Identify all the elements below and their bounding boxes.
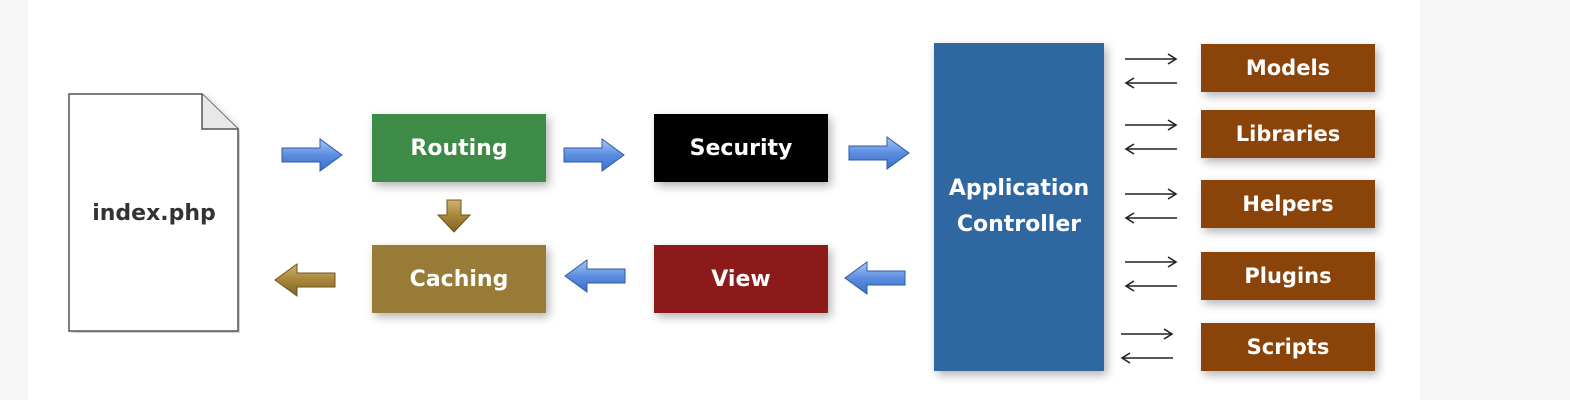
application-controller-box: Application Controller	[934, 43, 1104, 371]
libraries-box: Libraries	[1201, 110, 1375, 158]
view-box: View	[654, 245, 828, 313]
arrow-right-icon	[848, 136, 910, 170]
routing-box: Routing	[372, 114, 546, 182]
arrow-right-icon	[281, 138, 343, 172]
diagram-canvas	[28, 0, 1420, 400]
index-php-label: index.php	[92, 200, 216, 226]
routing-label: Routing	[410, 135, 508, 161]
models-box: Models	[1201, 44, 1375, 92]
plugins-label: Plugins	[1244, 264, 1332, 288]
arrow-left-icon	[844, 261, 906, 295]
helpers-box: Helpers	[1201, 180, 1375, 228]
bidirectional-arrow-icon	[1124, 256, 1178, 292]
bidirectional-arrow-icon	[1124, 53, 1178, 89]
security-label: Security	[689, 135, 793, 161]
scripts-box: Scripts	[1201, 323, 1375, 371]
arrow-right-icon	[563, 138, 625, 172]
plugins-box: Plugins	[1201, 252, 1375, 300]
scripts-label: Scripts	[1246, 335, 1330, 359]
caching-label: Caching	[409, 266, 509, 292]
libraries-label: Libraries	[1235, 122, 1341, 146]
arrow-left-icon	[274, 263, 336, 297]
helpers-label: Helpers	[1242, 192, 1334, 216]
models-label: Models	[1245, 56, 1331, 80]
index-php-document-icon	[68, 93, 239, 332]
bidirectional-arrow-icon	[1124, 188, 1178, 224]
bidirectional-arrow-icon	[1124, 119, 1178, 155]
bidirectional-arrow-icon	[1120, 328, 1174, 364]
arrow-left-icon	[564, 259, 626, 293]
arrow-down-icon	[436, 199, 472, 233]
caching-box: Caching	[372, 245, 546, 313]
application-controller-label: Application Controller	[948, 176, 1090, 237]
view-label: View	[711, 266, 771, 292]
security-box: Security	[654, 114, 828, 182]
